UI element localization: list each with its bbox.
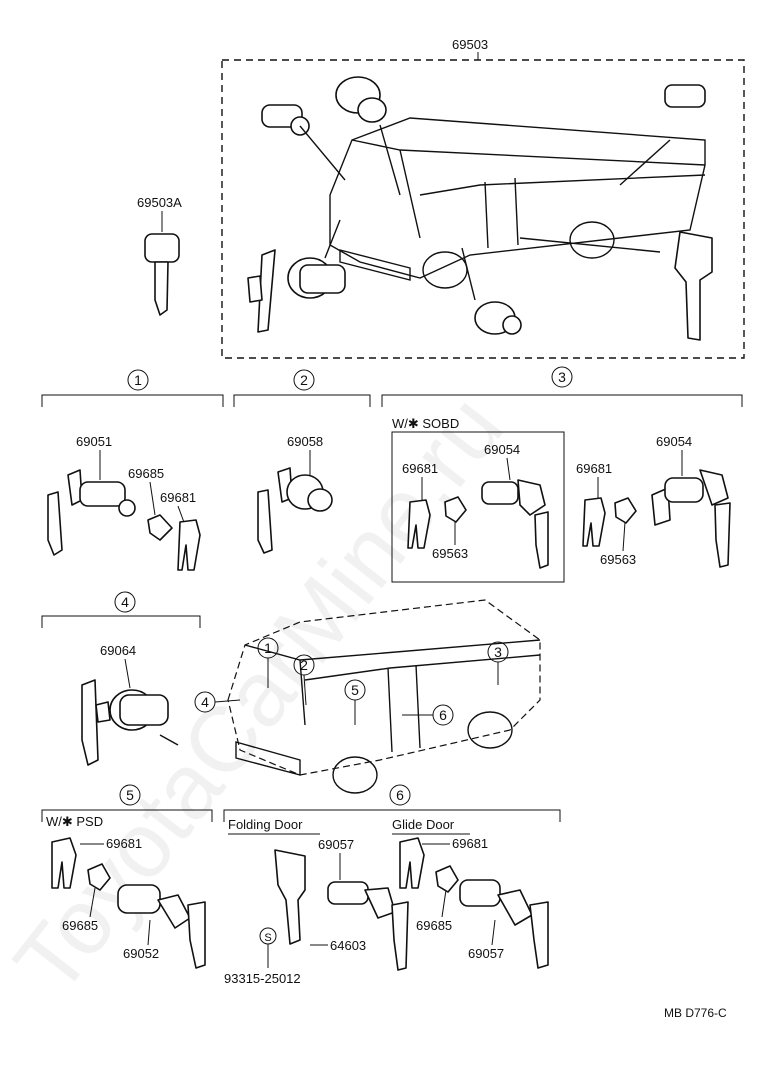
washer-69685 — [147, 514, 173, 541]
svg-text:5: 5 — [126, 787, 134, 803]
top-lock-right — [619, 84, 706, 186]
label-assembly-69503: 69503 — [452, 37, 488, 52]
clip-69681-c — [51, 837, 77, 889]
clip-69681 — [177, 519, 201, 571]
label-69052: 69052 — [123, 946, 159, 961]
group-header-2: 2 — [233, 369, 371, 407]
lock-cylinder-69057-b — [459, 879, 549, 969]
top-lock-left — [261, 104, 346, 181]
group-header-3: 3 — [381, 366, 743, 407]
label-69681-b: 69681 — [576, 461, 612, 476]
washer-69685-c — [87, 863, 111, 891]
label-69685: 69685 — [128, 466, 164, 481]
lock-cylinder-69054-a — [481, 479, 549, 569]
label-key-69503A: 69503A — [137, 195, 182, 210]
subtitle-folding-door: Folding Door — [228, 817, 303, 832]
svg-text:4: 4 — [201, 694, 209, 710]
washer-69685-d — [435, 865, 459, 893]
label-69685-d: 69685 — [416, 918, 452, 933]
svg-text:4: 4 — [121, 594, 129, 610]
label-69054-a: 69054 — [484, 442, 520, 457]
label-69057-b: 69057 — [468, 946, 504, 961]
group-header-4: 4 — [41, 591, 201, 628]
lock-cylinder-69054-b — [651, 469, 731, 568]
diagram-code: MB D776-C — [664, 1006, 727, 1020]
svg-text:5: 5 — [351, 682, 359, 698]
clip-69681-a — [407, 499, 431, 549]
lock-cylinder-69052 — [117, 884, 206, 969]
key-blank — [144, 233, 180, 316]
label-93315-25012: 93315-25012 — [224, 971, 301, 986]
label-69681: 69681 — [160, 490, 196, 505]
washer-69563-b — [614, 497, 637, 524]
ignition-cylinder-69064 — [81, 679, 179, 766]
note-sobd: W/✱ SOBD — [392, 416, 459, 431]
lock-cylinder-69058 — [257, 467, 333, 554]
note-psd: W/✱ PSD — [46, 814, 103, 829]
svg-text:1: 1 — [264, 640, 272, 656]
svg-text:2: 2 — [300, 372, 308, 388]
svg-text:3: 3 — [558, 369, 566, 385]
label-69058: 69058 — [287, 434, 323, 449]
group-header-5: 5 — [41, 784, 213, 822]
subtitle-glide-door: Glide Door — [392, 817, 455, 832]
svg-text:6: 6 — [439, 707, 447, 723]
label-69681-d: 69681 — [452, 836, 488, 851]
group-header-6: 6 — [223, 784, 561, 822]
svg-text:2: 2 — [300, 657, 308, 673]
label-69563-a: 69563 — [432, 546, 468, 561]
label-69685-c: 69685 — [62, 918, 98, 933]
clip-69681-d — [399, 837, 425, 889]
label-69563-b: 69563 — [600, 552, 636, 567]
assembly-frame — [221, 59, 745, 359]
washer-69563-a — [444, 496, 467, 523]
label-69681-a: 69681 — [402, 461, 438, 476]
label-69057-a: 69057 — [318, 837, 354, 852]
svg-text:3: 3 — [494, 644, 502, 660]
top-ignition-and-keys — [247, 219, 346, 333]
svg-text:6: 6 — [396, 787, 404, 803]
label-69681-c: 69681 — [106, 836, 142, 851]
svg-text:1: 1 — [134, 372, 142, 388]
s-marker-label: S — [264, 932, 271, 944]
van-callouts: 1 2 3 4 5 6 — [194, 637, 509, 726]
label-69051: 69051 — [76, 434, 112, 449]
lock-cylinder-69057-a — [327, 881, 409, 971]
label-64603: 64603 — [330, 938, 366, 953]
clip-69681-b — [582, 497, 606, 547]
top-lock-rear-button — [335, 76, 401, 196]
van-illustration-top — [329, 117, 706, 289]
top-outside-handle — [519, 231, 713, 341]
van-illustration-middle — [227, 599, 541, 794]
group-header-1: 1 — [41, 369, 224, 407]
folding-door-handle-64603 — [274, 849, 306, 945]
sobd-box — [391, 431, 565, 583]
label-69054-b: 69054 — [656, 434, 692, 449]
lock-cylinder-69051 — [47, 469, 136, 556]
top-door-lock-bottom — [461, 247, 522, 335]
label-69064: 69064 — [100, 643, 136, 658]
